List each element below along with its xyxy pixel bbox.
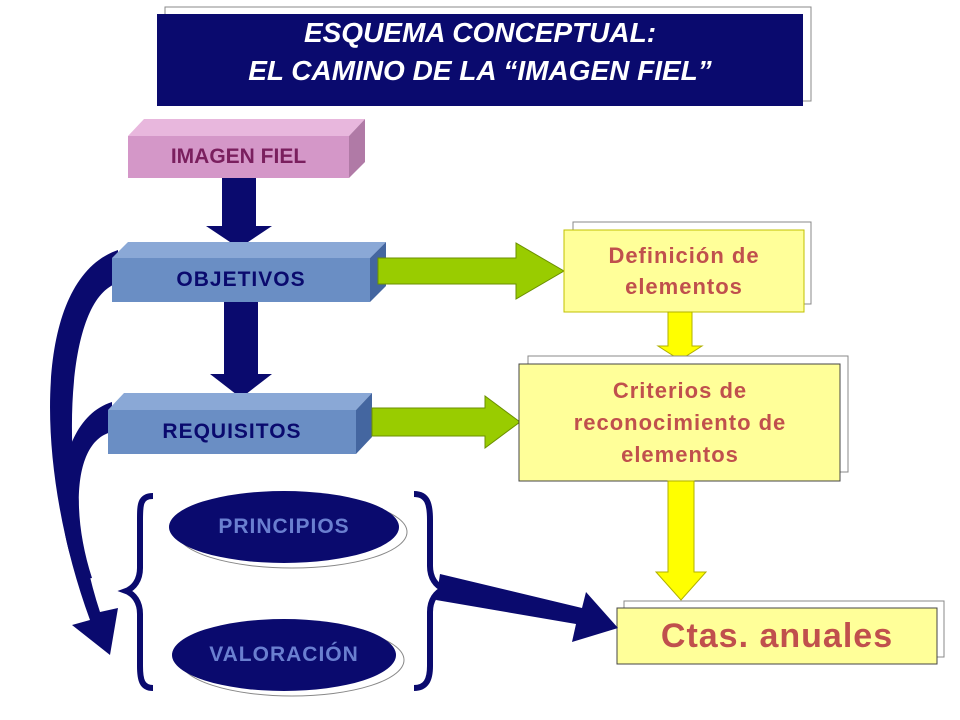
curved-arrow-inner xyxy=(61,402,112,580)
objetivos-label: OBJETIVOS xyxy=(176,268,306,291)
curved-arrow-outer xyxy=(50,250,118,655)
ctas-anuales-label: Ctas. anuales xyxy=(660,616,894,655)
criterios-label: Criterios de reconocimiento de elementos xyxy=(573,377,787,467)
definicion-label: Definición de elementos xyxy=(608,243,760,299)
imagen-fiel-box xyxy=(128,119,365,178)
ctas-anuales-box xyxy=(616,600,945,665)
diagram-title: ESQUEMA CONCEPTUAL: EL CAMINO DE LA “IMA… xyxy=(157,14,803,90)
imagen-fiel-label: IMAGEN FIEL xyxy=(170,145,307,168)
green-arrow-requisitos-criterios xyxy=(371,395,521,449)
definicion-box xyxy=(563,221,812,313)
yellow-arrow-criterios-ctas xyxy=(654,480,708,601)
principios-ellipse xyxy=(169,491,408,569)
requisitos-box xyxy=(108,393,372,454)
criterios-box xyxy=(518,355,849,482)
title-line-1: ESQUEMA CONCEPTUAL: xyxy=(303,17,657,48)
navy-arrow-principios-ctas xyxy=(436,574,618,642)
requisitos-label: REQUISITOS xyxy=(162,420,302,443)
down-arrow-objetivos-requisitos xyxy=(210,302,272,398)
valoracion-ellipse xyxy=(172,619,405,697)
valoracion-label: VALORACIÓN xyxy=(209,643,359,666)
left-brace xyxy=(117,493,154,691)
green-arrow-objetivos-definicion xyxy=(377,242,565,300)
down-arrow-imagen-objetivos xyxy=(206,178,272,248)
title-box xyxy=(157,6,812,106)
yellow-arrow-definicion-criterios xyxy=(656,311,704,361)
principios-label: PRINCIPIOS xyxy=(218,515,350,538)
title-line-2: EL CAMINO DE LA “IMAGEN FIEL” xyxy=(248,55,712,86)
